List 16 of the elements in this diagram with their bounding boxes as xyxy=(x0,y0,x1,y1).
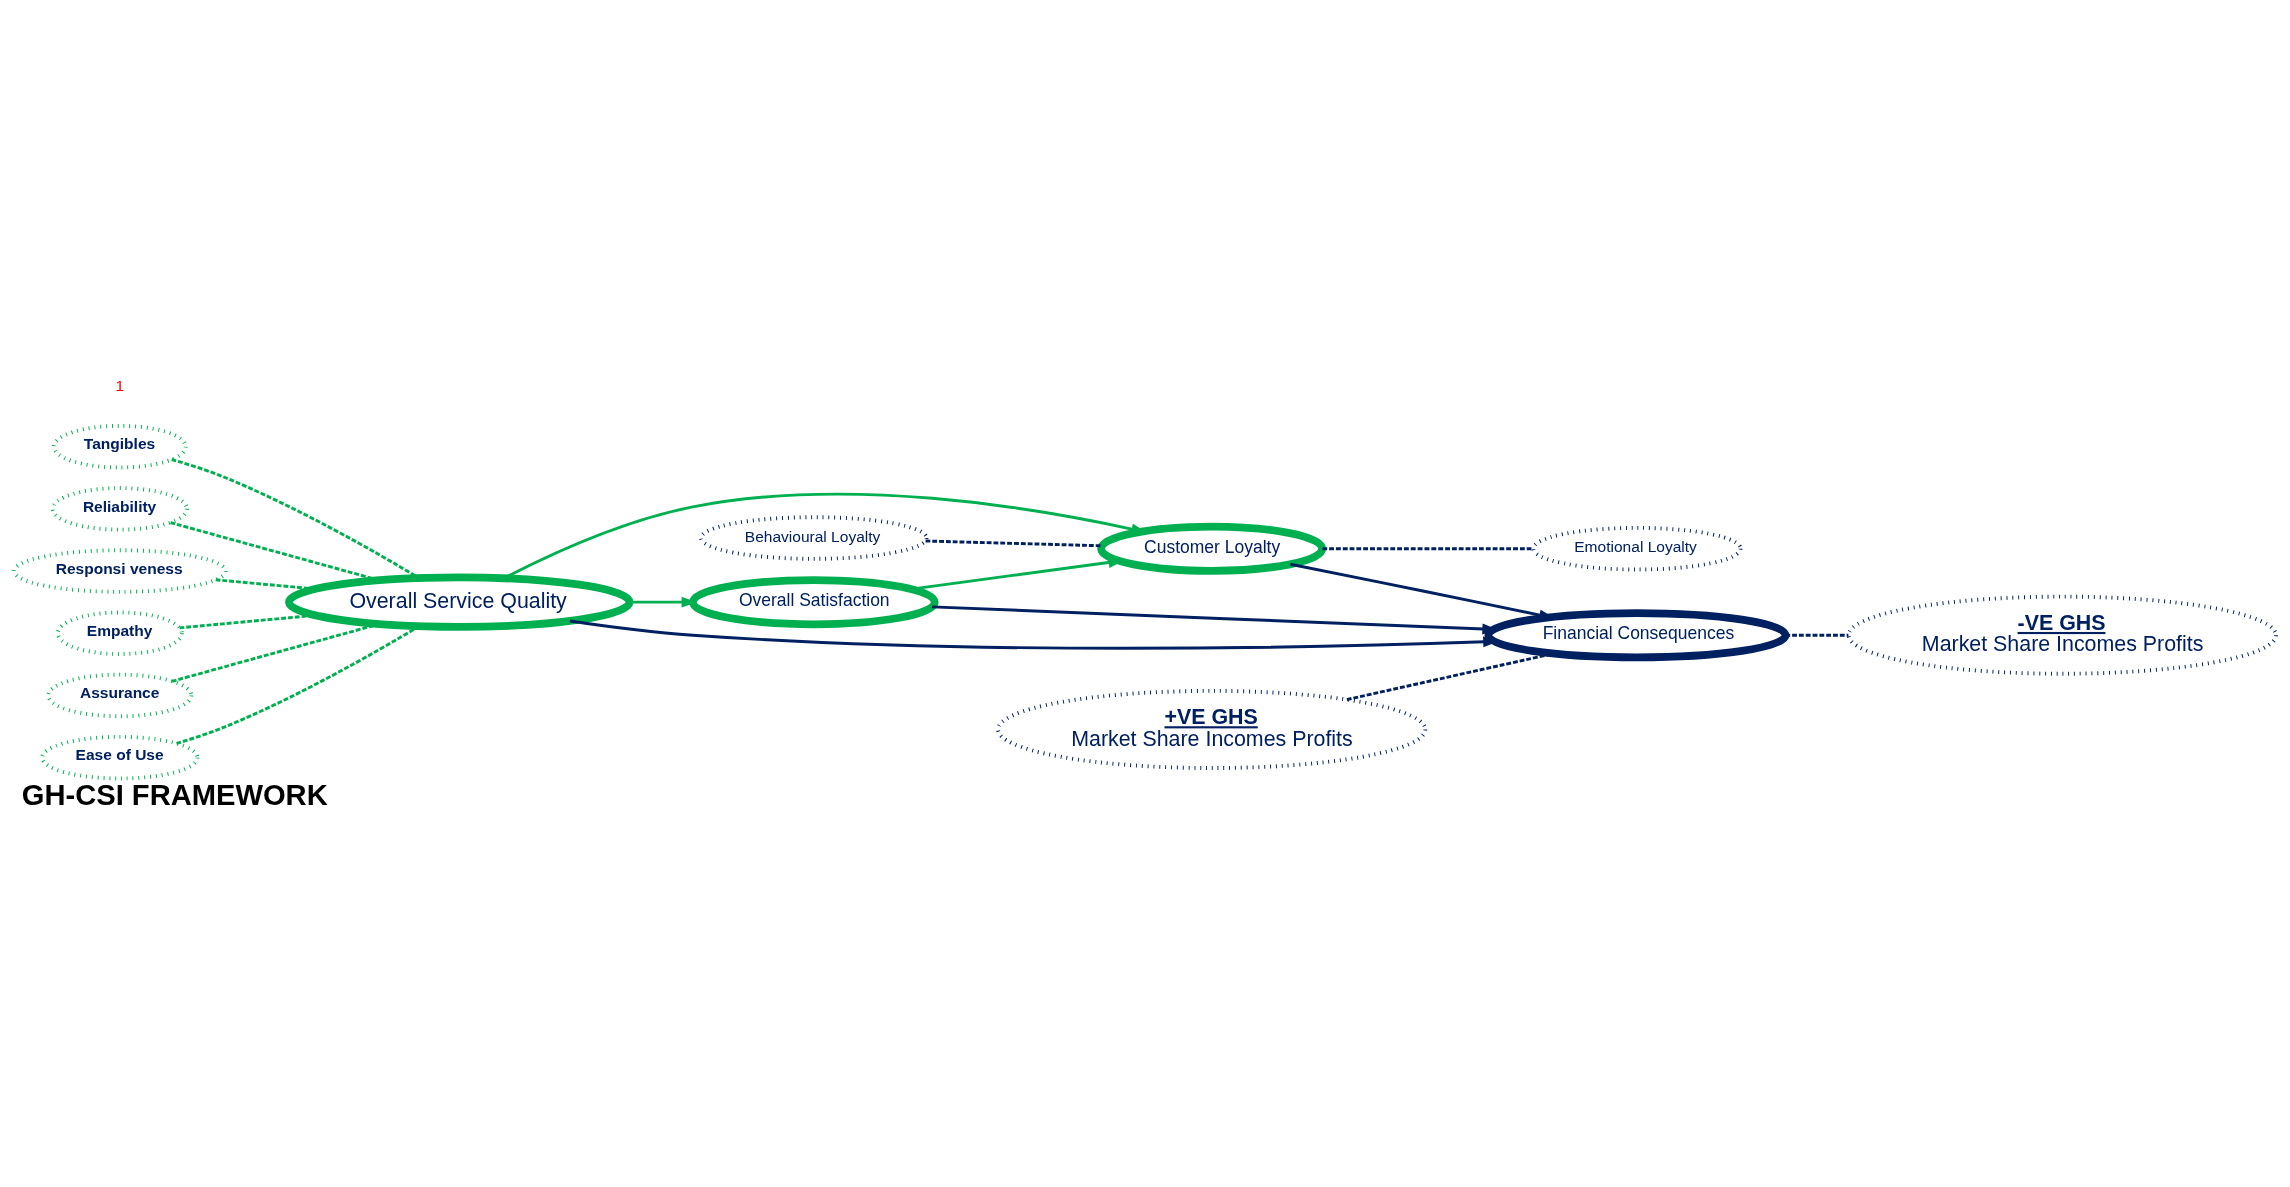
node-ellipse: Responsi veness xyxy=(12,547,228,594)
node-ellipse: Overall Satisfaction xyxy=(689,575,939,628)
node-ellipse: -VE GHS Market Share Incomes Profits xyxy=(1846,594,2278,676)
node-ellipse: Tangibles xyxy=(52,423,188,469)
node-ellipse: Reliability xyxy=(50,485,189,532)
connector xyxy=(925,539,1102,547)
connector xyxy=(1322,546,1534,550)
node-ellipse: Ease of Use xyxy=(40,734,200,780)
node-ellipse: +VE GHS Market Share Incomes Profits xyxy=(996,688,1428,770)
node-ellipse: Behavioural Loyalty xyxy=(699,514,929,561)
node-ellipse: Emotional Loyalty xyxy=(1531,525,1743,571)
node-ellipse: Empathy xyxy=(55,610,184,656)
node-ellipse: Overall Service Quality xyxy=(285,573,634,631)
node-ellipse: Assurance xyxy=(46,672,194,718)
label: 1 xyxy=(115,376,125,394)
diagram-title: GH-CSI FRAMEWORK xyxy=(21,778,328,811)
